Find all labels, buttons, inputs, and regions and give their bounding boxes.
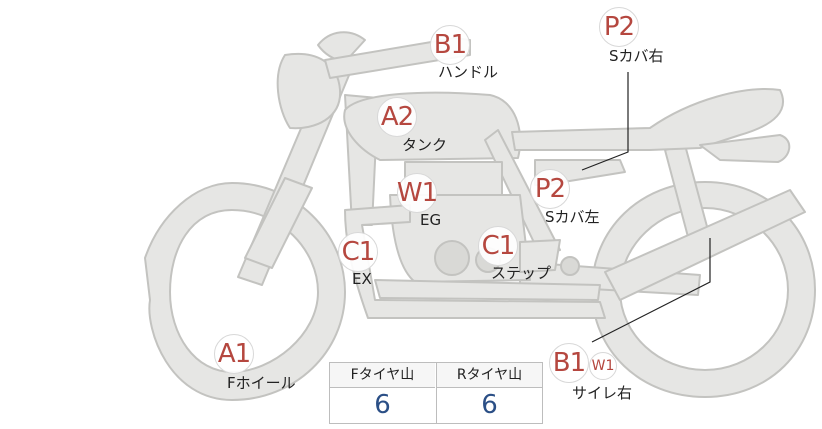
engine-cover <box>434 240 470 276</box>
seat <box>511 88 785 151</box>
part-code-badge: P2 <box>599 7 639 47</box>
part-code-badge: P2 <box>530 169 570 209</box>
part-code-badge: A2 <box>377 97 417 137</box>
fork-tube <box>244 177 313 269</box>
part-code-badge: C1 <box>478 226 518 266</box>
leader-line-muffler <box>591 238 711 343</box>
mirror <box>317 31 366 63</box>
part-code-badge: C1 <box>338 232 378 272</box>
step-bracket <box>519 239 561 273</box>
rear-tread-header: Rタイヤ山 <box>436 363 542 388</box>
leader-line-side-cover-right <box>581 72 629 171</box>
part-label-step: ステップ <box>491 264 552 282</box>
exhaust-lower <box>374 279 601 301</box>
tail <box>699 134 791 163</box>
part-label-muffler-right: サイレ右 <box>572 384 633 402</box>
part-code-badge: B1 <box>549 343 589 383</box>
tire-tread-table: Fタイヤ山 Rタイヤ山 6 6 <box>329 362 543 424</box>
front-tread-header: Fタイヤ山 <box>330 363 435 388</box>
part-label-handle: ハンドル <box>438 63 499 81</box>
part-code-badge: A1 <box>214 334 254 374</box>
step-peg <box>560 256 580 276</box>
part-label-side-cover-right: Sカバ右 <box>609 47 664 65</box>
part-label-front-wheel: Fホイール <box>227 374 296 392</box>
part-label-side-cover-left: Sカバ左 <box>545 208 600 226</box>
part-label-tank: タンク <box>402 136 448 154</box>
part-code-badge-small: W1 <box>589 352 617 380</box>
part-label-exhaust: EX <box>352 270 372 288</box>
part-code-badge: W1 <box>397 173 438 213</box>
rear-wheel <box>591 181 816 398</box>
headlight <box>276 53 342 130</box>
part-label-engine: EG <box>420 211 442 229</box>
part-code-badge: B1 <box>430 25 470 65</box>
rear-tread-value: 6 <box>436 388 542 423</box>
front-tread-value: 6 <box>374 390 391 420</box>
muffler <box>604 189 806 301</box>
